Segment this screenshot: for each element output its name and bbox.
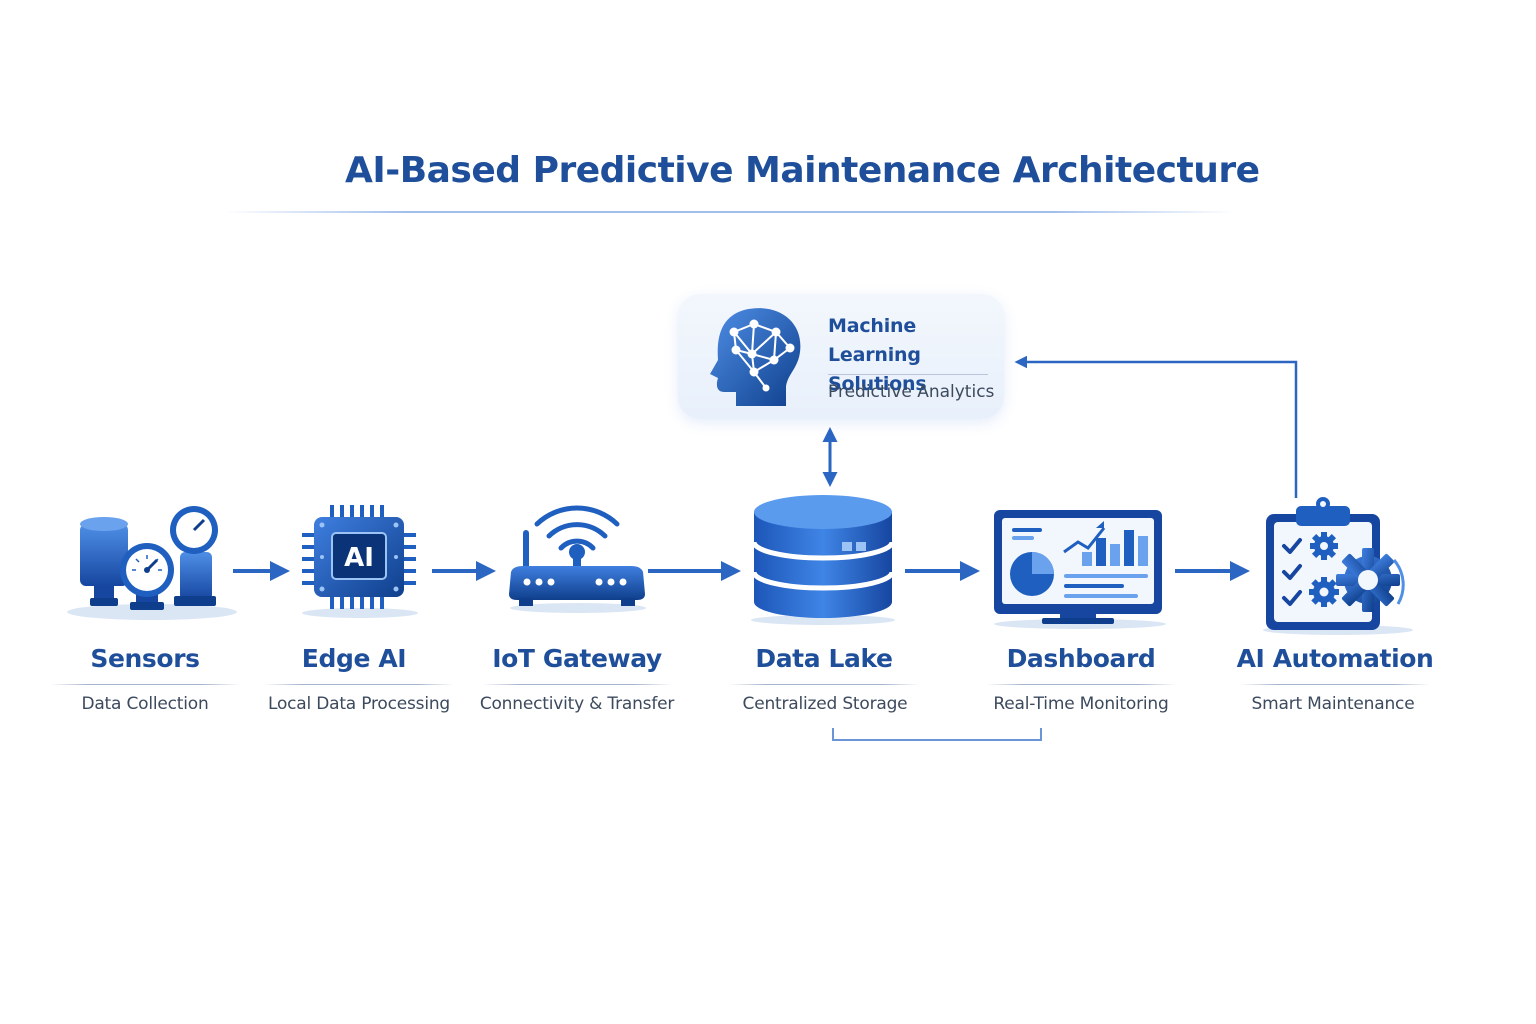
stage-divider-edge-ai bbox=[264, 684, 454, 685]
diagram-title: AI-Based Predictive Maintenance Architec… bbox=[345, 150, 1260, 191]
wifi-router-icon bbox=[509, 505, 646, 613]
ml-divider bbox=[828, 374, 988, 375]
stage-name-iot-gateway: IoT Gateway bbox=[492, 644, 662, 673]
stage-subtitle-iot-gateway: Connectivity & Transfer bbox=[479, 694, 675, 714]
database-icon bbox=[751, 495, 895, 625]
stage-name-dashboard: Dashboard bbox=[1006, 644, 1156, 673]
stage-subtitle-ai-automation: Smart Maintenance bbox=[1251, 694, 1415, 714]
stage-divider-dashboard bbox=[986, 684, 1176, 685]
clipboard-gears-icon bbox=[1263, 497, 1413, 635]
bracket-datalake-dashboard bbox=[832, 728, 1042, 741]
stage-divider-data-lake bbox=[729, 684, 919, 685]
ml-title-line1: Machine Learning bbox=[828, 315, 921, 366]
brain-network-icon bbox=[710, 308, 801, 406]
stage-name-sensors: Sensors bbox=[90, 644, 200, 673]
sensor-gauges-icon bbox=[67, 506, 237, 620]
ml-title-line2: Solutions bbox=[828, 373, 927, 395]
stage-name-edge-ai: Edge AI bbox=[301, 644, 407, 673]
stage-subtitle-sensors: Data Collection bbox=[81, 694, 209, 714]
title-divider bbox=[225, 211, 1235, 213]
stage-subtitle-data-lake: Centralized Storage bbox=[742, 694, 908, 714]
stage-divider-ai-automation bbox=[1240, 684, 1430, 685]
ml-solutions-box: Machine Learning Solutions Predictive An… bbox=[678, 294, 1004, 419]
ml-subtitle: Predictive Analytics bbox=[828, 382, 995, 402]
stage-subtitle-dashboard: Real-Time Monitoring bbox=[993, 694, 1169, 714]
stage-divider-iot-gateway bbox=[482, 684, 672, 685]
ai-chip-icon: AI bbox=[302, 505, 418, 618]
chip-label: AI bbox=[344, 543, 374, 573]
ml-title: Machine Learning Solutions bbox=[828, 312, 1003, 399]
stage-name-data-lake: Data Lake bbox=[755, 644, 893, 673]
stage-divider-sensors bbox=[50, 684, 240, 685]
feedback-arrow-automation-ml bbox=[1014, 355, 1298, 498]
monitor-dashboard-icon bbox=[994, 510, 1166, 629]
stage-name-ai-automation: AI Automation bbox=[1236, 644, 1434, 673]
stage-subtitle-edge-ai: Local Data Processing bbox=[267, 694, 451, 714]
